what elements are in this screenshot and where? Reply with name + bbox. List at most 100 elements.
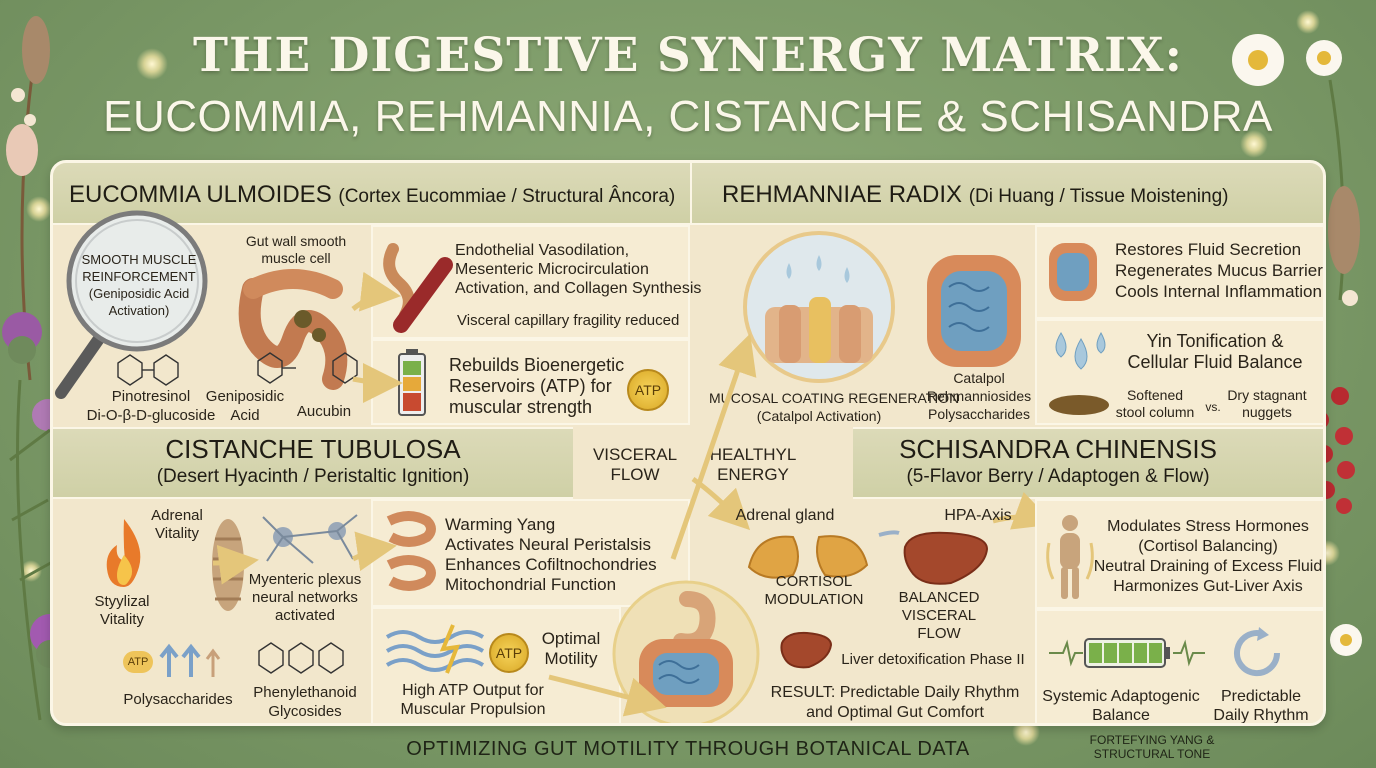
magnifier-label: SMOOTH MUSCLE REINFORCEMENT (Geniposidic… (79, 251, 199, 319)
liver-detox-label: Liver detoxification Phase II (833, 651, 1033, 668)
label-line: Daily Rhythm (1213, 707, 1309, 724)
rehmannia-header: REHMANNIAE RADIX (Di Huang / Tissue Mois… (690, 163, 1323, 225)
label-line: and Optimal Gut Comfort (806, 704, 984, 721)
mucosal-cell-icon (743, 231, 895, 383)
label-line: (Geniposidic Acid (88, 286, 190, 301)
label-line: VISCERAL (592, 445, 678, 464)
label-line: MODULATION (764, 591, 864, 608)
bokeh-light (1296, 10, 1320, 34)
label-line: Activation) (108, 303, 170, 318)
label-line: Balance (1092, 707, 1150, 724)
cycle-arrow-icon (1234, 627, 1281, 677)
rehmannia-compounds: Catalpol Rehmanniosides Polysaccharides (919, 369, 1039, 423)
label-line: ENERGY (717, 465, 789, 484)
bokeh-light (136, 48, 168, 80)
styylizal-vitality-label: Styylizal Vitality (77, 593, 167, 629)
healthy-energy-label: HEALTHYL ENERGY (703, 445, 803, 485)
label-line: Myenteric plexus (248, 571, 362, 588)
schisandra-stress-box (1035, 499, 1323, 609)
label-line: Di-O-β-D-glucoside (86, 407, 216, 424)
label-line: Phenylethanoid (253, 684, 357, 701)
label-line: Catalpol (953, 370, 1005, 386)
molecule-structure-icon (117, 352, 358, 386)
intestine-icon (386, 511, 436, 591)
text-line: muscular strength (449, 397, 593, 417)
label-line: FLOW (610, 465, 660, 484)
text-line: Cellular Fluid Balance (1127, 352, 1303, 372)
intestine-icon (1049, 243, 1097, 301)
dry-stool-label: Dry stagnant nuggets (1217, 387, 1317, 421)
label-line: Muscular Propulsion (400, 701, 546, 718)
atp-badge: ATP (489, 633, 529, 673)
label-line: Polysaccharides (928, 406, 1030, 422)
label-line: High ATP Output for (402, 682, 544, 699)
label-line: STRUCTURAL TONE (1093, 747, 1211, 761)
label-line: Geniposidic (205, 388, 285, 405)
atp-badge-label: ATP (634, 382, 662, 398)
cistanche-peristalsis-text: Warming Yang Activates Neural Peristalsi… (445, 515, 657, 595)
label-line: Acid (230, 407, 260, 424)
rehmannia-yin-text: Yin Tonification & Cellular Fluid Balanc… (1115, 331, 1315, 373)
label-line: Liver detoxification Phase II (841, 651, 1025, 668)
liver-icon (903, 531, 989, 585)
label-line: nuggets (1242, 404, 1292, 420)
label-line: Vitality (100, 611, 144, 628)
bokeh-light (26, 196, 52, 222)
label-line: Motility (544, 649, 598, 668)
optimal-motility-label: Optimal Motility (531, 629, 611, 669)
text-line: (Cortisol Balancing) (1138, 538, 1278, 555)
text-line: Regenerates Mucus Barrier (1115, 261, 1323, 280)
label-line: Rehmanniosides (926, 388, 1032, 404)
eucommia-name: EUCOMMIA ULMOIDES (69, 181, 332, 208)
label-line: REINFORCEMENT (82, 269, 196, 284)
adrenal-gland-label: Adrenal gland (725, 507, 845, 524)
cistanche-name: CISTANCHE TUBULOSA (165, 434, 461, 464)
cistanche-header (53, 427, 573, 499)
balanced-visceral-flow-label: BALANCED VISCERAL FLOW (889, 589, 989, 643)
intestine-icon (238, 269, 348, 390)
up-arrows-icon (159, 643, 221, 677)
eucommia-subname: (Cortex Eucommiae / Structural Âncora) (338, 186, 676, 207)
adrenal-gland-icon (747, 535, 869, 579)
compound-pinotresinol: Pinotresinol Di-O-β-D-glucoside (71, 387, 231, 425)
text-line: Activation, and Collagen Synthesis (455, 280, 702, 297)
label-line: BALANCED (898, 589, 980, 606)
eucommia-atp-text: Rebuilds Bioenergetic Reservoirs (ATP) f… (449, 355, 624, 418)
cistanche-subname: (Desert Hyacinth / Peristaltic Ignition) (156, 466, 470, 487)
systemic-adaptogenic-label: Systemic Adaptogenic Balance (1041, 687, 1201, 724)
label-line: Dry stagnant (1227, 387, 1307, 403)
label-line: SMOOTH MUSCLE (81, 252, 197, 267)
human-body-icon (1046, 515, 1094, 599)
label-line: Glycosides (268, 703, 342, 720)
label-line: CORTISOL (775, 573, 853, 590)
label-line: Adrenal (151, 507, 203, 524)
rehmannia-name: REHMANNIAE RADIX (722, 181, 963, 208)
label-line: Systemic Adaptogenic (1042, 688, 1200, 705)
text-line: Yin Tonification & (1146, 331, 1284, 351)
matrix-panel: EUCOMMIA ULMOIDES (Cortex Eucommiae / St… (50, 160, 1326, 726)
label-line: neural networks (252, 589, 358, 606)
label-line: FLOW (917, 625, 961, 642)
atp-badge-label: ATP (495, 645, 523, 661)
rehmannia-title: REHMANNIAE RADIX (Di Huang / Tissue Mois… (722, 181, 1229, 209)
label-line: FORTEFYING YANG & (1089, 733, 1215, 747)
atp-badge: ATP (627, 369, 669, 411)
label-line: RESULT: Predictable Daily Rhythm (770, 684, 1020, 701)
text-line: Rebuilds Bioenergetic (449, 355, 625, 375)
gut-wall-label: Gut wall smooth muscle cell (241, 233, 351, 267)
text-line: Enhances Cofiltnochondries (445, 555, 657, 574)
eucommia-title: EUCOMMIA ULMOIDES (Cortex Eucommiae / St… (69, 181, 675, 209)
molecule-structure-icon (258, 642, 344, 674)
atp-small-badge: ATP (123, 651, 153, 673)
myenteric-plexus-label: Myenteric plexus neural networks activat… (245, 571, 365, 625)
text-line: Modulates Stress Hormones (1107, 518, 1309, 535)
text-line: Warming Yang (445, 515, 556, 534)
schisandra-subname: (5-Flavor Berry / Adaptogen & Flow) (906, 466, 1210, 487)
label-line: Gut wall smooth (245, 233, 347, 249)
flame-icon (106, 519, 141, 587)
schisandra-stress-text: Modulates Stress Hormones (Cortisol Bala… (1093, 517, 1323, 597)
page-title: THE DIGESTIVE SYNERGY MATRIX: (193, 28, 1183, 83)
mucosal-regeneration-label: MUCOSAL COATING REGENERATION (Catalpol A… (709, 389, 959, 425)
page-subtitle: EUCOMMIA, REHMANNIA, CISTANCHE & SCHISAN… (103, 92, 1273, 141)
cortisol-modulation-label: CORTISOL MODULATION (759, 573, 869, 609)
